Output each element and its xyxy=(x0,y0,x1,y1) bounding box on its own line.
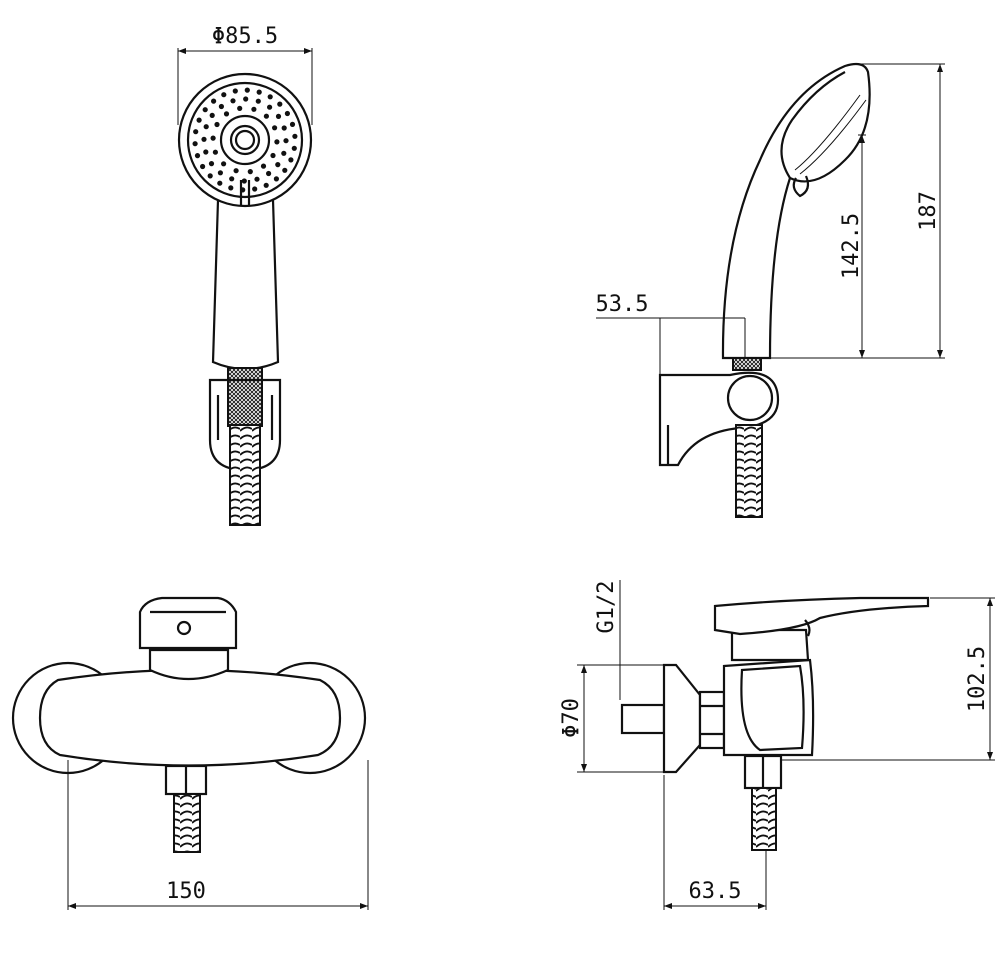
head-diameter-label: Φ85.5 xyxy=(212,24,278,49)
hand-shower-side-view: 187 142.5 53.5 xyxy=(596,62,945,518)
nozzle-hole xyxy=(241,178,247,184)
nozzle-hole xyxy=(217,170,223,176)
nozzle-hole xyxy=(192,141,198,147)
nozzle-hole xyxy=(233,168,239,174)
nozzle-hole xyxy=(214,121,220,128)
nozzle-hole xyxy=(281,150,287,156)
hand-shower-front-view: Φ85.5 xyxy=(177,24,313,526)
nozzle-hole xyxy=(292,133,298,139)
nozzle-hole xyxy=(263,113,269,119)
body-depth-label: 63.5 xyxy=(689,879,742,904)
head-height-label: 142.5 xyxy=(839,213,864,279)
nozzle-hole xyxy=(282,167,288,173)
nozzle-hole xyxy=(211,98,217,104)
nozzle-hole xyxy=(273,176,279,182)
lever-height-label: 102.5 xyxy=(965,646,990,712)
nozzle-hole xyxy=(289,121,296,127)
flange-diameter-label: Φ70 xyxy=(559,698,584,738)
nozzle-hole xyxy=(201,136,207,142)
nozzle-hole xyxy=(256,89,262,95)
nozzle-hole xyxy=(209,112,215,118)
nozzle-hole xyxy=(260,163,267,169)
nozzle-hole xyxy=(237,105,243,111)
nozzle-hole xyxy=(255,98,261,104)
nozzle-hole xyxy=(284,110,290,117)
nozzle-hole xyxy=(223,111,230,117)
nozzle-hole xyxy=(275,113,282,119)
nozzle-hole xyxy=(194,153,201,159)
connection-thread-label: G1/2 xyxy=(594,581,619,634)
nozzle-hole xyxy=(274,139,280,145)
body-width-label: 150 xyxy=(166,879,206,904)
nozzle-hole xyxy=(291,145,297,151)
nozzle-hole xyxy=(288,157,294,163)
nozzle-hole xyxy=(210,135,216,141)
nozzle-hole xyxy=(203,124,209,130)
nozzle-hole xyxy=(281,125,287,131)
nozzle-pattern xyxy=(192,87,298,193)
nozzle-hole xyxy=(263,182,269,188)
nozzle-hole xyxy=(272,125,278,131)
nozzle-hole xyxy=(221,161,227,167)
nozzle-hole xyxy=(229,176,235,182)
nozzle-hole xyxy=(202,107,208,113)
nozzle-hole xyxy=(270,152,276,159)
nozzle-hole xyxy=(193,129,199,135)
nozzle-hole xyxy=(254,176,260,182)
nozzle-hole xyxy=(277,101,283,107)
nozzle-hole xyxy=(283,138,289,144)
mixer-front-view: 150 xyxy=(11,596,369,910)
holder-offset-label: 53.5 xyxy=(596,292,649,317)
nozzle-hole xyxy=(275,162,281,168)
nozzle-hole xyxy=(208,161,215,167)
nozzle-hole xyxy=(251,106,257,112)
nozzle-hole xyxy=(266,170,272,177)
nozzle-hole xyxy=(243,96,249,102)
total-height-label: 187 xyxy=(916,191,941,231)
nozzle-hole xyxy=(230,98,236,104)
nozzle-hole xyxy=(196,117,202,123)
nozzle-hole xyxy=(232,88,238,94)
nozzle-hole xyxy=(267,104,273,110)
nozzle-hole xyxy=(247,169,253,175)
nozzle-hole xyxy=(218,103,224,110)
nozzle-hole xyxy=(244,87,250,93)
nozzle-hole xyxy=(212,149,218,155)
nozzle-hole xyxy=(228,185,234,191)
nozzle-hole xyxy=(207,173,213,179)
nozzle-hole xyxy=(267,94,273,100)
nozzle-hole xyxy=(200,163,206,170)
nozzle-hole xyxy=(203,149,209,155)
nozzle-hole xyxy=(221,92,227,98)
nozzle-hole xyxy=(252,186,258,192)
mixer-side-view: G1/2 Φ70 102.5 63.5 xyxy=(559,580,995,910)
nozzle-hole xyxy=(217,180,223,186)
